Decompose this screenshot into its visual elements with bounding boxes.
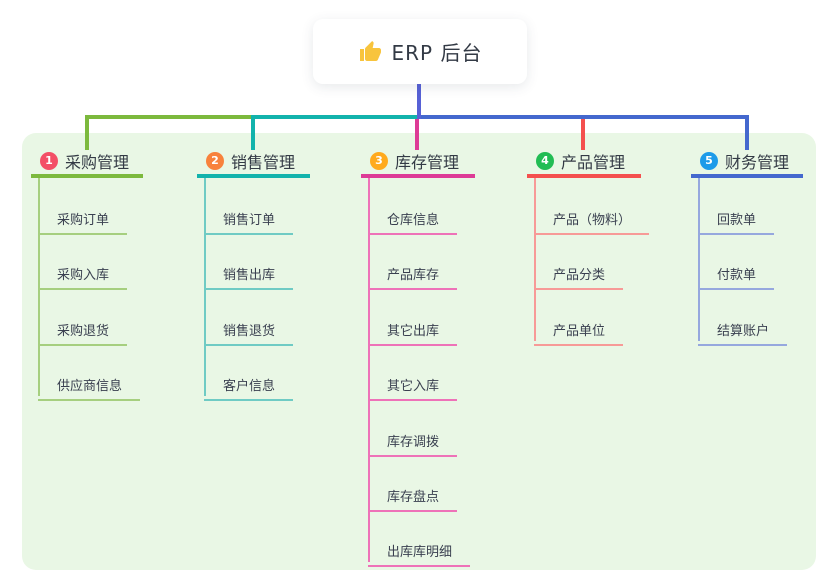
branch-badge-1: 1 <box>40 151 58 170</box>
branch-topic-3[interactable]: 3 库存管理 <box>361 147 459 174</box>
connector-drop-5 <box>745 115 749 150</box>
branches-background-panel <box>22 133 816 570</box>
branch-topic-label: 财务管理 <box>725 152 790 172</box>
branch-topic-underline-1 <box>31 174 143 178</box>
child-node[interactable]: 采购订单 <box>38 201 128 235</box>
branch-topic-1[interactable]: 1 采购管理 <box>31 147 129 174</box>
child-node[interactable]: 库存盘点 <box>368 478 458 512</box>
child-node[interactable]: 其它出库 <box>368 312 458 346</box>
child-node[interactable]: 供应商信息 <box>38 367 141 402</box>
branch-child-spine-1 <box>38 178 40 397</box>
child-node[interactable]: 回款单 <box>698 201 775 235</box>
thumbs-up-icon <box>359 40 381 61</box>
child-node[interactable]: 出库库明细 <box>368 533 471 568</box>
connector-drop-3 <box>415 119 419 150</box>
branch-badge-3: 3 <box>370 151 388 170</box>
child-node[interactable]: 销售退货 <box>204 312 294 346</box>
connector-drop-4 <box>581 115 585 150</box>
child-node[interactable]: 销售出库 <box>204 256 294 291</box>
child-node[interactable]: 采购入库 <box>38 256 128 291</box>
root-stem-line <box>417 84 421 119</box>
branch-topic-4[interactable]: 4 产品管理 <box>527 147 625 174</box>
root-node-erp[interactable]: ERP 后台 <box>313 19 527 84</box>
root-node-label: ERP 后台 <box>391 41 483 65</box>
connector-drop-1 <box>85 115 89 150</box>
child-node[interactable]: 库存调拨 <box>368 423 458 457</box>
branch-child-spine-2 <box>204 178 206 397</box>
branch-child-spine-5 <box>698 178 700 341</box>
child-node[interactable]: 产品（物料） <box>534 201 650 235</box>
branch-topic-underline-2 <box>197 174 310 178</box>
branch-topic-underline-4 <box>527 174 641 178</box>
child-node[interactable]: 仓库信息 <box>368 201 458 235</box>
branch-topic-underline-3 <box>361 174 475 178</box>
branch-topic-label: 库存管理 <box>395 152 460 172</box>
child-node[interactable]: 产品库存 <box>368 256 458 291</box>
child-node[interactable]: 采购退货 <box>38 312 128 346</box>
child-node[interactable]: 产品单位 <box>534 312 624 346</box>
branch-topic-label: 产品管理 <box>561 152 626 172</box>
branch-badge-5: 5 <box>700 151 718 170</box>
branch-topic-label: 销售管理 <box>231 152 296 172</box>
branch-badge-4: 4 <box>536 151 554 170</box>
child-node[interactable]: 客户信息 <box>204 367 294 402</box>
child-node[interactable]: 销售订单 <box>204 201 294 235</box>
branch-badge-2: 2 <box>206 151 224 170</box>
branch-child-spine-4 <box>534 178 536 341</box>
branch-topic-label: 采购管理 <box>65 152 130 172</box>
child-node[interactable]: 结算账户 <box>698 312 788 346</box>
connector-horizontal-right-blue <box>417 115 749 119</box>
branch-topic-5[interactable]: 5 财务管理 <box>691 147 789 174</box>
connector-horizontal-left-green <box>85 115 255 119</box>
child-node[interactable]: 其它入库 <box>368 367 458 402</box>
branch-topic-2[interactable]: 2 销售管理 <box>197 147 295 174</box>
child-node[interactable]: 产品分类 <box>534 256 624 291</box>
connector-drop-2 <box>251 115 255 150</box>
branch-topic-underline-5 <box>691 174 803 178</box>
branch-child-spine-3 <box>368 178 370 563</box>
child-node[interactable]: 付款单 <box>698 256 775 291</box>
connector-horizontal-mid-teal <box>251 115 419 119</box>
